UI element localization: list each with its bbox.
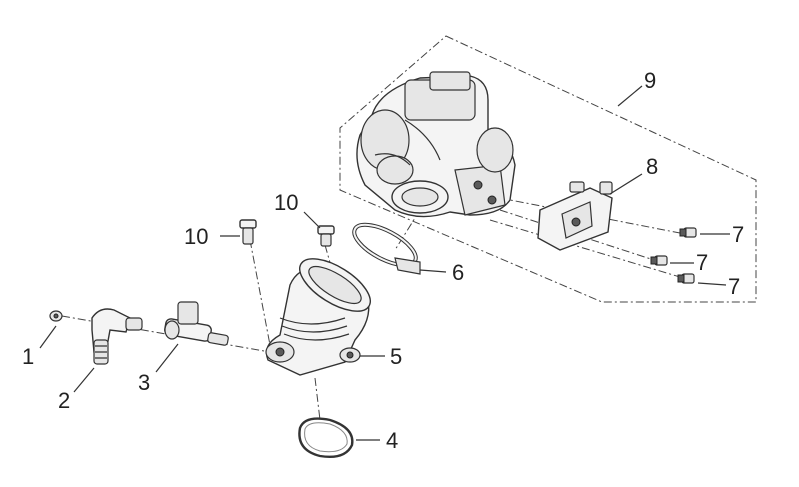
callout-1: 1 [22, 344, 34, 369]
screw-part-7-b [650, 255, 668, 266]
bolt-part-10-left [239, 219, 257, 245]
throttle-body-part-9 [356, 71, 516, 218]
callout-7-a: 7 [732, 222, 744, 247]
injector-part-3 [164, 301, 229, 346]
gasket-part-4 [298, 417, 354, 459]
sensor-part-8 [537, 181, 613, 251]
small-screw-part-1 [49, 310, 63, 322]
callout-2: 2 [58, 388, 70, 413]
callout-7-c: 7 [728, 274, 740, 299]
callout-leaders [39, 85, 730, 441]
intake-manifold-part-5 [265, 258, 371, 376]
callout-10-right: 10 [274, 190, 298, 215]
callout-5: 5 [390, 344, 402, 369]
assembly-boundary [339, 35, 757, 303]
callout-3: 3 [138, 370, 150, 395]
callout-9: 9 [644, 68, 656, 93]
callout-7-b: 7 [696, 250, 708, 275]
bolt-part-10-right [317, 225, 335, 247]
callout-10-left: 10 [184, 224, 208, 249]
screw-part-7-c [677, 273, 695, 284]
elbow-fitting-part-2 [91, 308, 143, 365]
screw-part-7-a [679, 227, 697, 238]
hose-clamp-part-6 [352, 222, 421, 275]
callout-4: 4 [386, 428, 398, 453]
callout-6: 6 [452, 260, 464, 285]
callout-8: 8 [646, 154, 658, 179]
